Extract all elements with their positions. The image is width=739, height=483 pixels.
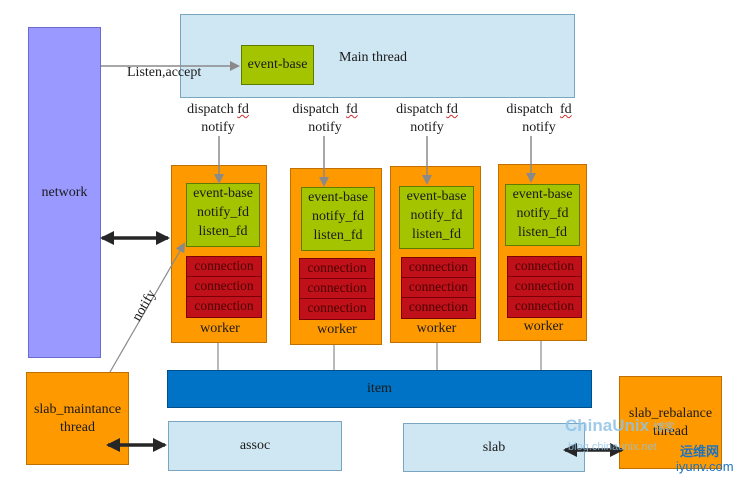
slab-rebalance-line1: slab_rebalance [628, 406, 713, 421]
dispatch-word: dispatch [187, 102, 234, 117]
dispatch-label-4: dispatch fd notify [494, 101, 584, 137]
notify-diagonal-label: notify [129, 287, 160, 324]
dispatch-label-2: dispatch fd notify [281, 101, 369, 137]
worker-event-base-box: event-base notify_fd listen_fd [399, 186, 474, 249]
worker-notify-fd: notify_fd [516, 206, 569, 221]
dispatch-word: dispatch [292, 102, 339, 117]
slab-label: slab [482, 439, 506, 455]
worker-event-base-box: event-base notify_fd listen_fd [301, 187, 375, 251]
listen-accept-label: Listen,accept [127, 65, 202, 80]
worker-event-base: event-base [406, 189, 467, 204]
network-box: network [28, 27, 101, 358]
worker-box-4: event-base notify_fd listen_fd connectio… [498, 164, 587, 341]
worker-label: worker [523, 319, 564, 334]
assoc-label: assoc [239, 438, 271, 454]
worker-label: worker [200, 321, 240, 336]
worker-notify-fd: notify_fd [196, 205, 250, 220]
worker-notify-fd: notify_fd [410, 208, 463, 223]
watermark-site1: blog.chinaunix.net [568, 441, 657, 453]
connection-cell: connection [507, 256, 582, 278]
worker-box-2: event-base notify_fd listen_fd connectio… [290, 168, 382, 345]
worker-box-1: event-base notify_fd listen_fd connectio… [171, 165, 267, 343]
watermark-site2: iyunv.com [676, 459, 734, 474]
connection-cell: connection [507, 276, 582, 298]
dispatch-notify: notify [522, 120, 556, 135]
connection-cell: connection [186, 296, 262, 318]
worker-event-base: event-base [193, 186, 253, 201]
connection-cell: connection [299, 258, 375, 280]
connection-cell: connection [299, 278, 375, 300]
dispatch-fd: fd [559, 102, 572, 117]
worker-label: worker [317, 322, 357, 337]
worker-box-3: event-base notify_fd listen_fd connectio… [390, 166, 481, 343]
watermark-brand2: 运维网 [680, 441, 719, 461]
assoc-box: assoc [168, 421, 342, 471]
slab-maintance-text: slab_maintance thread [34, 401, 121, 436]
slab-maintance-line2: thread [60, 419, 95, 435]
dispatch-notify: notify [201, 120, 235, 135]
slab-rebalance-line2: thread [653, 423, 688, 439]
worker-label: worker [416, 321, 457, 336]
connection-cell: connection [507, 296, 582, 318]
watermark-brand: ChinaUnix 博客 [565, 416, 675, 436]
worker-listen-fd: listen_fd [412, 227, 461, 242]
connection-cell: connection [401, 257, 476, 279]
main-event-base-box: event-base [241, 45, 314, 85]
worker-listen-fd: listen_fd [313, 228, 363, 243]
dispatch-fd: fd [237, 102, 249, 117]
slab-maintance-box: slab_maintance thread [26, 372, 129, 465]
worker-event-base-box: event-base notify_fd listen_fd [186, 183, 260, 247]
worker-event-base-box: event-base notify_fd listen_fd [505, 184, 580, 246]
worker-notify-fd: notify_fd [311, 209, 365, 224]
dispatch-label-3: dispatch fd notify [385, 101, 469, 137]
connection-cell: connection [299, 298, 375, 320]
item-label: item [367, 381, 392, 397]
dispatch-notify: notify [308, 120, 342, 135]
connection-cell: connection [186, 276, 262, 298]
dispatch-label-1: dispatch fd notify [166, 101, 270, 137]
connection-cell: connection [186, 256, 262, 278]
watermark-brand2-text: 运维网 [680, 444, 720, 459]
worker-listen-fd: listen_fd [518, 225, 567, 240]
main-event-base-label: event-base [247, 57, 308, 73]
watermark-brand-text: ChinaUnix [565, 416, 650, 435]
dispatch-word: dispatch [506, 102, 553, 117]
main-thread-label: Main thread [339, 50, 408, 65]
dispatch-fd: fd [345, 102, 358, 117]
connection-cell: connection [401, 297, 476, 319]
main-thread-box: Main thread [180, 14, 575, 98]
watermark-brand-cn: 博客 [653, 422, 676, 434]
worker-event-base: event-base [512, 187, 573, 202]
slab-maintance-line1: slab_maintance [33, 402, 122, 417]
slab-box: slab [403, 423, 585, 472]
dispatch-fd: fd [446, 102, 458, 117]
worker-listen-fd: listen_fd [198, 224, 248, 239]
worker-event-base: event-base [308, 190, 368, 205]
connection-cell: connection [401, 277, 476, 299]
dispatch-word: dispatch [396, 102, 443, 117]
slab-rebalance-box: slab_rebalance thread [619, 376, 722, 469]
slab-rebalance-text: slab_rebalance thread [629, 405, 712, 440]
dispatch-notify: notify [410, 120, 444, 135]
item-bar: item [167, 370, 592, 408]
network-label: network [41, 184, 88, 200]
